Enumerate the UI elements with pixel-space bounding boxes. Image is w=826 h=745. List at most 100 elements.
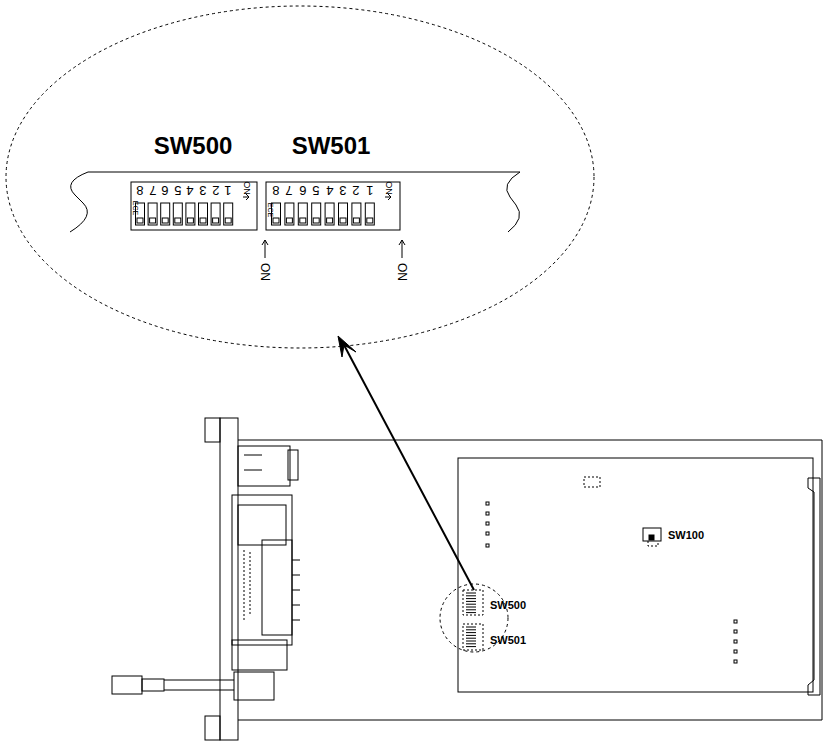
switch-lever	[298, 203, 307, 225]
lever-mark	[466, 598, 476, 599]
pointer-arrow	[344, 345, 474, 590]
lever-tab	[187, 218, 193, 223]
plug	[112, 676, 142, 694]
sw100-outline	[648, 541, 658, 546]
front-panel	[220, 418, 238, 740]
lever-tab	[137, 218, 143, 223]
connector-pins	[288, 450, 298, 480]
part-name: SW501	[490, 635, 526, 646]
lever-tab	[327, 218, 333, 223]
switch-number: 6	[299, 184, 306, 197]
lever-mark	[466, 643, 476, 644]
lever-tab	[313, 218, 319, 223]
lever-mark	[466, 609, 476, 610]
connector	[238, 446, 290, 486]
zoom-outline	[6, 6, 594, 348]
switch-number: 7	[286, 184, 293, 197]
switch-lever	[339, 203, 348, 225]
switch-lever	[173, 203, 182, 225]
switch-number: 4	[187, 184, 194, 197]
lever-mark	[466, 627, 476, 628]
sw100-knob	[649, 535, 654, 540]
lever-tab	[213, 218, 219, 223]
switch-lever	[161, 203, 170, 225]
lever-mark	[466, 612, 476, 613]
card-slot-detail	[238, 505, 286, 545]
lever-mark	[466, 595, 476, 596]
panel-tab	[205, 418, 220, 442]
sw100-switch	[643, 528, 661, 541]
lever-mark	[466, 604, 476, 605]
lever-tab	[162, 218, 168, 223]
switch-lever	[148, 203, 157, 225]
lever-tab	[300, 218, 306, 223]
lever-tab	[225, 218, 231, 223]
on-arrow	[262, 240, 268, 258]
card-edge-guide	[808, 478, 820, 695]
dip-switch-body	[131, 182, 257, 230]
on-mark-arrow	[385, 194, 391, 200]
latch	[232, 640, 287, 670]
on-mark: ON	[242, 181, 251, 195]
arrowhead	[338, 336, 356, 357]
switch-lever	[325, 203, 334, 225]
card-slot-detail	[262, 540, 292, 635]
on-mark: ON	[396, 263, 408, 281]
switch-lever	[352, 203, 361, 225]
lever-mark	[466, 638, 476, 639]
lever-tab	[367, 218, 373, 223]
pcb	[458, 458, 813, 692]
part-name: SW500	[154, 134, 233, 158]
cable-clamp	[234, 672, 274, 700]
switch-number: 8	[136, 184, 143, 197]
switch-number: 2	[353, 184, 360, 197]
switch-number: 8	[272, 184, 279, 197]
switch-lever	[211, 203, 220, 225]
switch-lever	[312, 203, 321, 225]
maker-mark: ECE	[267, 203, 274, 217]
maker-mark: ECE	[132, 201, 139, 215]
on-mark-arrow	[243, 194, 249, 200]
switch-number: 2	[212, 184, 219, 197]
lever-mark	[466, 607, 476, 608]
lever-tab	[200, 218, 206, 223]
switch-number: 5	[174, 184, 181, 197]
on-mark: ON	[259, 263, 271, 281]
lever-mark	[466, 635, 476, 636]
led-dots	[486, 502, 737, 663]
panel-tab	[205, 716, 220, 740]
on-mark: ON	[384, 181, 393, 195]
switch-lever	[199, 203, 208, 225]
dip-switch-body	[266, 182, 400, 230]
switch-number: 3	[339, 184, 346, 197]
switch-number: 1	[366, 184, 373, 197]
switch-number: 3	[199, 184, 206, 197]
lever-tab	[175, 218, 181, 223]
sw500-outline	[463, 590, 483, 615]
small-switch-levers	[466, 593, 476, 647]
switch-number: 1	[225, 184, 232, 197]
part-name: SW500	[490, 600, 526, 611]
lever-tab	[273, 218, 279, 223]
switch-lever	[365, 203, 374, 225]
switch-levers	[136, 203, 375, 225]
break-line	[507, 172, 520, 232]
lever-tab	[150, 218, 156, 223]
cable	[164, 680, 234, 690]
lever-mark	[466, 646, 476, 647]
lever-tab	[340, 218, 346, 223]
connector-detail	[244, 455, 262, 470]
part-name: SW100	[668, 530, 704, 541]
lever-mark	[466, 632, 476, 633]
lever-tab	[353, 218, 359, 223]
switch-number: 7	[149, 184, 156, 197]
lever-mark	[466, 601, 476, 602]
component	[584, 477, 600, 487]
switch-lever	[224, 203, 233, 225]
panel-marking	[244, 550, 250, 620]
lever-mark	[466, 629, 476, 630]
switch-lever	[186, 203, 195, 225]
card-outline	[238, 440, 822, 720]
switch-number: 5	[313, 184, 320, 197]
break-line	[70, 172, 88, 232]
